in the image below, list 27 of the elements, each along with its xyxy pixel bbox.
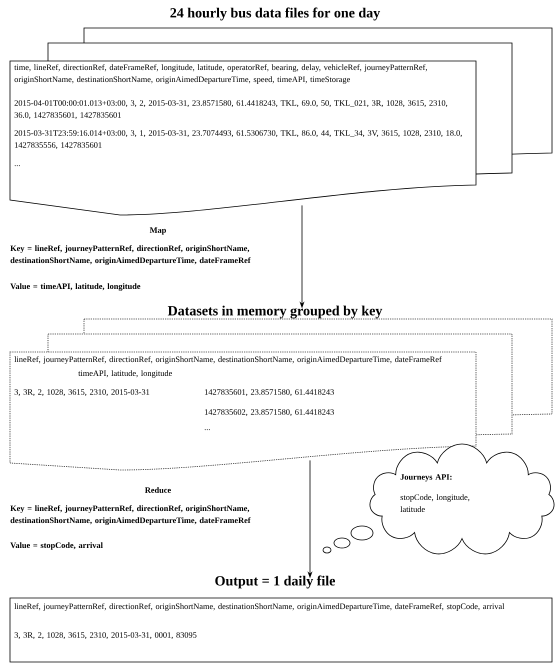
heading: Datasets in memory grouped by key: [168, 306, 382, 318]
document-stack: [10, 318, 552, 470]
heading: 24 hourly bus data files for one day: [170, 8, 380, 20]
step-label: Reduce: [145, 487, 171, 493]
heading: Output = 1 daily file: [215, 576, 336, 588]
output-box: [10, 598, 552, 662]
dataset-text: lineRef, journeyPatternRef, directionRef, originShortName, destinationShortName, originAimedDepartureTime, dateFrameRef: [14, 356, 442, 364]
dataset-text: timeAPI, latitude, longitude: [78, 370, 172, 378]
file-text: time, lineRef, directionRef, dateFrameRef, longitude, latitude, operatorRef, bearing, delay, vehicleRef, journeyPatternRef, originShortName, destinationShortName, originAimedDepartureTime, speed, timeAPI, timeStorage: [14, 64, 427, 84]
document-stack: [10, 28, 552, 216]
file-text: lineRef, journeyPatternRef, directionRef, originShortName, destinationShortName, originAimedDepartureTime, dateFrameRef, stopCode, arrival: [14, 603, 504, 611]
dataset-text: 1427835602, 23.8571580, 61.4418243: [204, 409, 334, 416]
file-text: 2015-03-31T23:59:16.014+03:00, 3, 1, 2015-03-31, 23.7074493, 61.5306730, TKL, 86.0, 44, TKL_34, 3V, 3615, 1028, 2310, 18.0, 1427835556, 1427835601: [14, 130, 462, 149]
file-text: 2015-04-01T00:00:01.013+03:00, 3, 2, 2015-03-31, 23.8571580, 61.4418243, TKL, 69.0, 50, TKL_021, 3R, 1028, 3615, 2310, 36.0, 1427835601, 1427835601: [14, 100, 448, 119]
file-text: 3, 3R, 2, 1028, 3615, 2310, 2015-03-31, 0001, 83095: [14, 632, 196, 639]
value-text: Value = timeAPI, latitude, longitude: [10, 283, 140, 291]
value-text: Value = stopCode, arrival: [10, 542, 103, 550]
thought-cloud: [322, 444, 554, 554]
cloud-heading: Journeys API:: [400, 474, 452, 482]
key-text: Key = lineRef, journeyPatternRef, directionRef, originShortName, destinationShortName, originAimedDepartureTime, dateFrameRef: [10, 245, 251, 265]
key-text: Key = lineRef, journeyPatternRef, directionRef, originShortName, destinationShortName, originAimedDepartureTime, dateFrameRef: [10, 505, 251, 525]
ellipsis: ...: [14, 165, 20, 166]
ellipsis: ...: [204, 429, 210, 430]
dataset-text: 1427835601, 23.8571580, 61.4418243: [204, 389, 334, 396]
dataset-text: 3, 3R, 2, 1028, 3615, 2310, 2015-03-31: [14, 389, 150, 396]
step-label: Map: [150, 227, 166, 235]
cloud-text: stopCode, longitude, latitude: [400, 494, 470, 512]
